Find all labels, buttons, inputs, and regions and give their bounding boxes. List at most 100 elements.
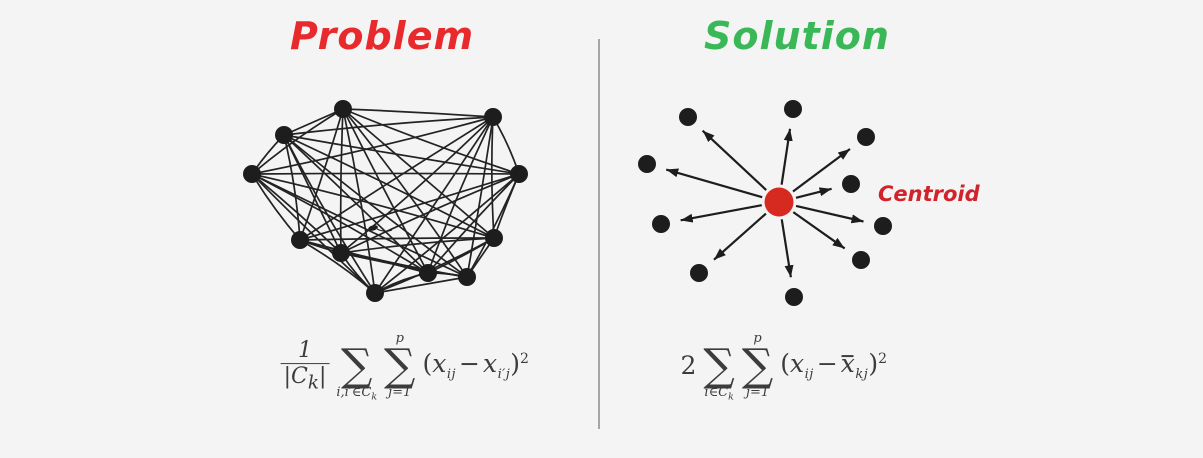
x-ij-sub: ij [804, 367, 814, 383]
sum-lower-limit: i∈Ck [704, 384, 734, 403]
distance-arrow [795, 204, 864, 224]
graph-edge [299, 116, 494, 241]
graph-edge [283, 134, 301, 241]
graph-edge [490, 116, 495, 239]
graph-edge [340, 173, 520, 254]
graph-edge [283, 134, 520, 175]
graph-node [484, 108, 502, 126]
data-point [785, 288, 803, 306]
sum-upper-limit: p [753, 331, 762, 347]
sum-lower-limit: j=1 [388, 384, 412, 400]
fraction-numerator: 1 [297, 338, 312, 364]
graph-edge [251, 173, 495, 239]
den-sub: k [307, 372, 319, 394]
graph-node [458, 268, 476, 286]
graph-edge [251, 172, 520, 175]
data-point [690, 264, 708, 282]
distance-arrow [665, 168, 763, 199]
divider-line [598, 39, 600, 429]
graph-edge [374, 116, 494, 294]
distance-arrow [795, 187, 832, 199]
graph-edge [427, 116, 494, 274]
graph-node [334, 100, 352, 118]
graph-edge [283, 134, 468, 278]
sigma-symbol: ∑ [741, 340, 774, 392]
solution-title: Solution [704, 14, 890, 58]
problem-formula: 1 |Ck| ∑ i,i′∈Ck p ∑ j=1 (xij−xi′j)2 [280, 331, 530, 403]
distance-arrow [792, 211, 846, 250]
sum-over-points: ∑ i∈Ck [703, 331, 735, 403]
minus-sign: − [816, 349, 838, 379]
data-point [652, 215, 670, 233]
sum-lower-text: i∈C [704, 384, 729, 400]
sum-lower-text: i,i′∈C [336, 384, 372, 400]
squared-difference-term: (xij−xi′j)2 [422, 349, 529, 382]
graph-edge [427, 173, 520, 274]
fraction-denominator: |Ck| [280, 363, 330, 394]
problem-title: Problem [289, 14, 475, 58]
x-ij: x [790, 349, 805, 379]
x-iprimej-sub: i′j [497, 367, 511, 383]
sum-lower-limit: j=1 [745, 384, 770, 400]
overline-bar [841, 355, 854, 358]
squared-difference-term: (xij−xkj)2 [780, 349, 887, 382]
x-bar-sub: kj [855, 367, 869, 383]
graph-edge [251, 173, 468, 278]
centroid-label: Centroid [878, 182, 980, 206]
minus-sign: − [459, 349, 480, 379]
sum-lower-sub: k [728, 391, 734, 403]
graph-node [291, 231, 309, 249]
distance-arrow [780, 219, 794, 278]
data-point [857, 128, 875, 146]
sum-lower-limit: i,i′∈Ck [336, 384, 377, 403]
graph-node [419, 264, 437, 282]
centroid-dot [764, 187, 794, 217]
graph-edge [283, 134, 495, 239]
graph-edge [492, 116, 520, 175]
x-bar-letter: x [840, 349, 856, 379]
graph-edge [251, 108, 344, 175]
ink-squiggle-tail [376, 228, 393, 232]
sum-upper-limit: p [395, 331, 404, 347]
graph-edge [340, 237, 495, 254]
graph-edge [299, 108, 344, 241]
graph-edge [342, 108, 494, 118]
graph-node [275, 126, 293, 144]
graph-edge [374, 173, 520, 294]
coefficient: 2 [680, 351, 697, 381]
graph-node [366, 284, 384, 302]
sigma-symbol: ∑ [340, 340, 373, 392]
sigma-symbol: ∑ [384, 340, 416, 392]
distance-arrow [792, 148, 851, 193]
graph-edge [342, 108, 468, 278]
den-close: | [318, 364, 327, 390]
graph-node [485, 229, 503, 247]
x-ij: x [432, 349, 447, 379]
solution-formula: 2 ∑ i∈Ck p ∑ j=1 (xij−xkj)2 [680, 331, 888, 403]
sum-over-pairs: ∑ i,i′∈Ck [336, 331, 377, 403]
data-point [852, 251, 870, 269]
data-point [874, 217, 892, 235]
distance-arrow [780, 128, 793, 185]
distance-arrow [713, 212, 767, 261]
exponent: 2 [878, 351, 888, 368]
open-paren: ( [422, 349, 433, 379]
exponent: 2 [519, 351, 530, 368]
close-paren: ) [510, 349, 520, 379]
data-point [638, 155, 656, 173]
graph-edge [251, 116, 494, 175]
graph-edge [299, 237, 495, 241]
sigma-symbol: ∑ [703, 340, 735, 392]
close-paren: ) [868, 349, 879, 379]
graph-node [332, 244, 350, 262]
graph-edge [299, 173, 520, 241]
data-point [679, 108, 697, 126]
graph-edge [251, 173, 342, 254]
sum-over-features: p ∑ j=1 [384, 331, 415, 401]
sum-over-features: p ∑ j=1 [742, 331, 773, 401]
graph-edge [342, 108, 520, 175]
graph-node [510, 165, 528, 183]
x-bar: x [841, 349, 856, 378]
